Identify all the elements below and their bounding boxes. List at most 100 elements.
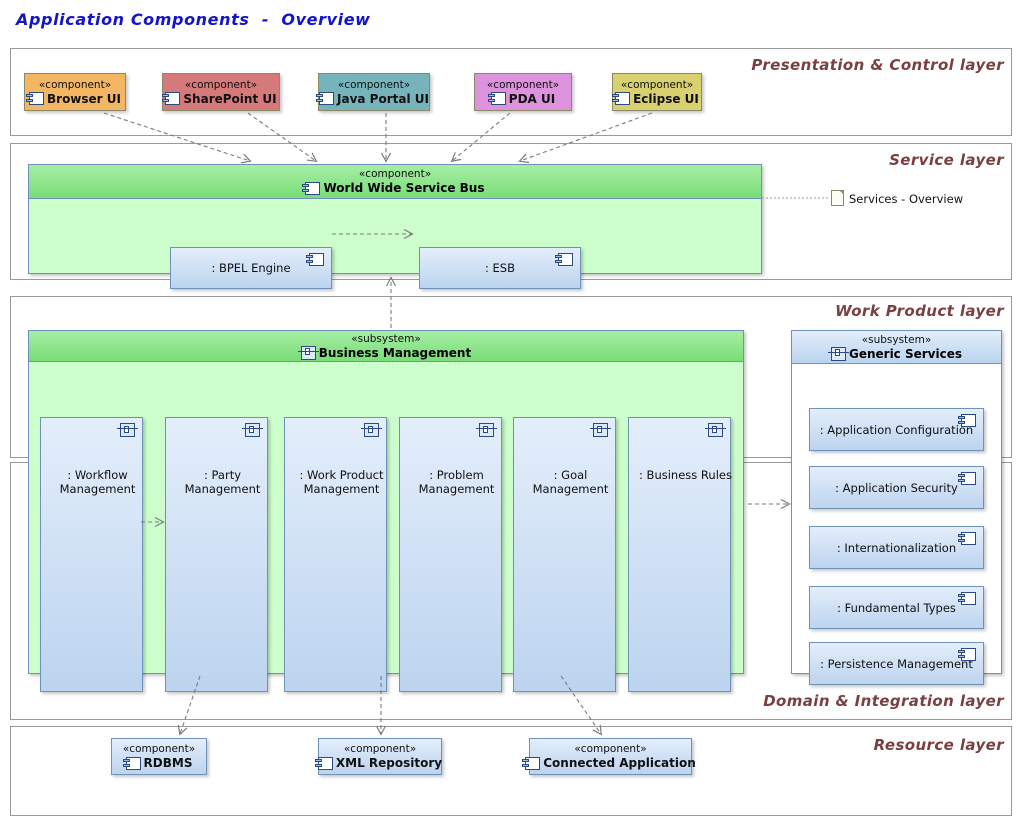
service-bus-header: «component» World Wide Service Bus bbox=[29, 165, 761, 199]
stereotype-label: «component» bbox=[337, 78, 411, 91]
component-icon bbox=[958, 532, 976, 545]
component-label: RDBMS bbox=[143, 756, 193, 770]
part-internationalization[interactable]: : Internationalization bbox=[809, 526, 984, 569]
generic-services-header: «subsystem» Generic Services bbox=[792, 331, 1001, 364]
component-name-row: SharePoint UI bbox=[162, 91, 277, 106]
part-workflow-management[interactable]: : Workflow Management bbox=[40, 417, 143, 692]
part-application-configuration[interactable]: : Application Configuration bbox=[809, 408, 984, 451]
component-icon bbox=[487, 92, 506, 105]
subsystem-name-row: Generic Services bbox=[827, 346, 963, 361]
stereotype-label: «component» bbox=[486, 78, 560, 91]
page-title: Application Components - Overview bbox=[16, 10, 371, 29]
stereotype-label: «subsystem» bbox=[861, 333, 932, 346]
business-management-body: : Workflow Management : Party Management… bbox=[29, 362, 743, 692]
subsystem-icon bbox=[297, 345, 319, 360]
part-label: : BPEL Engine bbox=[211, 261, 291, 275]
component-icon bbox=[958, 414, 976, 427]
component-label: XML Repository bbox=[335, 756, 443, 770]
stereotype-label: «component» bbox=[38, 78, 112, 91]
subsystem-label: Business Management bbox=[318, 345, 472, 360]
component-icon bbox=[555, 253, 573, 266]
part-goal-management[interactable]: : Goal Management bbox=[513, 417, 616, 692]
layer-label-workproduct: Work Product layer bbox=[835, 302, 1004, 320]
stereotype-label: «component» bbox=[184, 78, 258, 91]
part-party-management[interactable]: : Party Management bbox=[165, 417, 268, 692]
component-name-row: PDA UI bbox=[487, 91, 556, 106]
component-browser-ui[interactable]: «component» Browser UI bbox=[24, 73, 126, 111]
part-label: : Problem Management bbox=[418, 468, 495, 496]
part-business-rules[interactable]: : Business Rules bbox=[628, 417, 732, 692]
part-bpel-engine[interactable]: : BPEL Engine bbox=[170, 247, 332, 289]
generic-services-body: : Application Configuration : Applicatio… bbox=[792, 364, 1001, 685]
part-persistence-management[interactable]: : Persistence Management bbox=[809, 642, 984, 685]
subsystem-icon bbox=[705, 423, 726, 437]
stereotype-label: «subsystem» bbox=[351, 332, 421, 345]
part-label: : Persistence Management bbox=[820, 656, 973, 671]
component-name-row: Java Portal UI bbox=[316, 91, 429, 106]
part-label: : Internationalization bbox=[836, 540, 957, 555]
component-pda-ui[interactable]: «component» PDA UI bbox=[474, 73, 572, 111]
part-label: : Application Configuration bbox=[819, 422, 974, 437]
part-work-product-management[interactable]: : Work Product Management bbox=[284, 417, 387, 692]
component-eclipse-ui[interactable]: «component» Eclipse UI bbox=[612, 73, 702, 111]
component-rdbms[interactable]: «component» RDBMS bbox=[111, 738, 207, 775]
subsystem-name-row: Business Management bbox=[297, 345, 472, 360]
component-icon bbox=[522, 756, 541, 770]
component-label: Java Portal UI bbox=[337, 91, 429, 106]
part-fundamental-types[interactable]: : Fundamental Types bbox=[809, 586, 984, 629]
stereotype-label: «component» bbox=[574, 743, 647, 755]
component-name-row: Browser UI bbox=[26, 91, 121, 106]
layer-label-service: Service layer bbox=[889, 151, 1004, 169]
part-label: : Workflow Management bbox=[59, 468, 136, 496]
part-label: : Fundamental Types bbox=[837, 600, 956, 615]
part-label: : Party Management bbox=[184, 468, 261, 496]
layer-label-domain: Domain & Integration layer bbox=[763, 692, 1004, 710]
component-sharepoint-ui[interactable]: «component» SharePoint UI bbox=[162, 73, 280, 111]
subsystem-generic-services[interactable]: «subsystem» Generic Services : Applicati… bbox=[791, 330, 1002, 685]
part-label: : Business Rules bbox=[639, 468, 732, 482]
layer-label-resource: Resource layer bbox=[873, 736, 1004, 754]
note-icon bbox=[831, 190, 844, 206]
subsystem-label: Generic Services bbox=[848, 346, 963, 361]
component-label: Eclipse UI bbox=[633, 91, 699, 106]
component-label: PDA UI bbox=[508, 91, 556, 106]
component-icon bbox=[958, 592, 976, 605]
stereotype-label: «component» bbox=[122, 743, 196, 755]
component-icon bbox=[958, 472, 976, 485]
stereotype-label: «component» bbox=[343, 743, 417, 755]
part-label: : Goal Management bbox=[532, 468, 609, 496]
stereotype-label: «component» bbox=[620, 78, 694, 91]
note-label: Services - Overview bbox=[849, 192, 964, 206]
component-name-row: XML Repository bbox=[314, 756, 443, 770]
subsystem-icon bbox=[827, 346, 849, 361]
component-icon bbox=[162, 92, 181, 105]
component-label: Browser UI bbox=[47, 91, 121, 106]
part-esb[interactable]: : ESB bbox=[419, 247, 581, 289]
component-name-row: World Wide Service Bus bbox=[302, 181, 485, 195]
component-icon bbox=[302, 181, 321, 195]
component-name-row: RDBMS bbox=[122, 756, 193, 770]
component-label: World Wide Service Bus bbox=[323, 181, 485, 195]
component-name-row: Eclipse UI bbox=[612, 91, 699, 106]
subsystem-icon bbox=[476, 423, 497, 437]
component-java-portal-ui[interactable]: «component» Java Portal UI bbox=[316, 73, 430, 111]
business-management-header: «subsystem» Business Management bbox=[29, 331, 743, 362]
component-icon bbox=[958, 648, 976, 661]
component-label: SharePoint UI bbox=[183, 91, 277, 106]
part-label: : Application Security bbox=[835, 480, 958, 495]
subsystem-icon bbox=[117, 423, 138, 437]
part-label: : Work Product Management bbox=[299, 468, 384, 496]
subsystem-icon bbox=[242, 423, 263, 437]
service-bus-body: : BPEL Engine : ESB bbox=[29, 199, 761, 289]
component-world-wide-service-bus[interactable]: «component» World Wide Service Bus : BPE… bbox=[28, 164, 762, 289]
layer-label-presentation: Presentation & Control layer bbox=[751, 56, 1004, 74]
part-application-security[interactable]: : Application Security bbox=[809, 466, 984, 509]
component-connected-application[interactable]: «component» Connected Application bbox=[522, 738, 696, 775]
component-label: Connected Application bbox=[543, 756, 696, 770]
subsystem-icon bbox=[590, 423, 611, 437]
subsystem-business-management[interactable]: «subsystem» Business Management : Workfl… bbox=[28, 330, 744, 692]
component-icon bbox=[612, 92, 631, 105]
component-xml-repository[interactable]: «component» XML Repository bbox=[314, 738, 443, 775]
part-label: : ESB bbox=[485, 261, 515, 275]
part-problem-management[interactable]: : Problem Management bbox=[399, 417, 502, 692]
